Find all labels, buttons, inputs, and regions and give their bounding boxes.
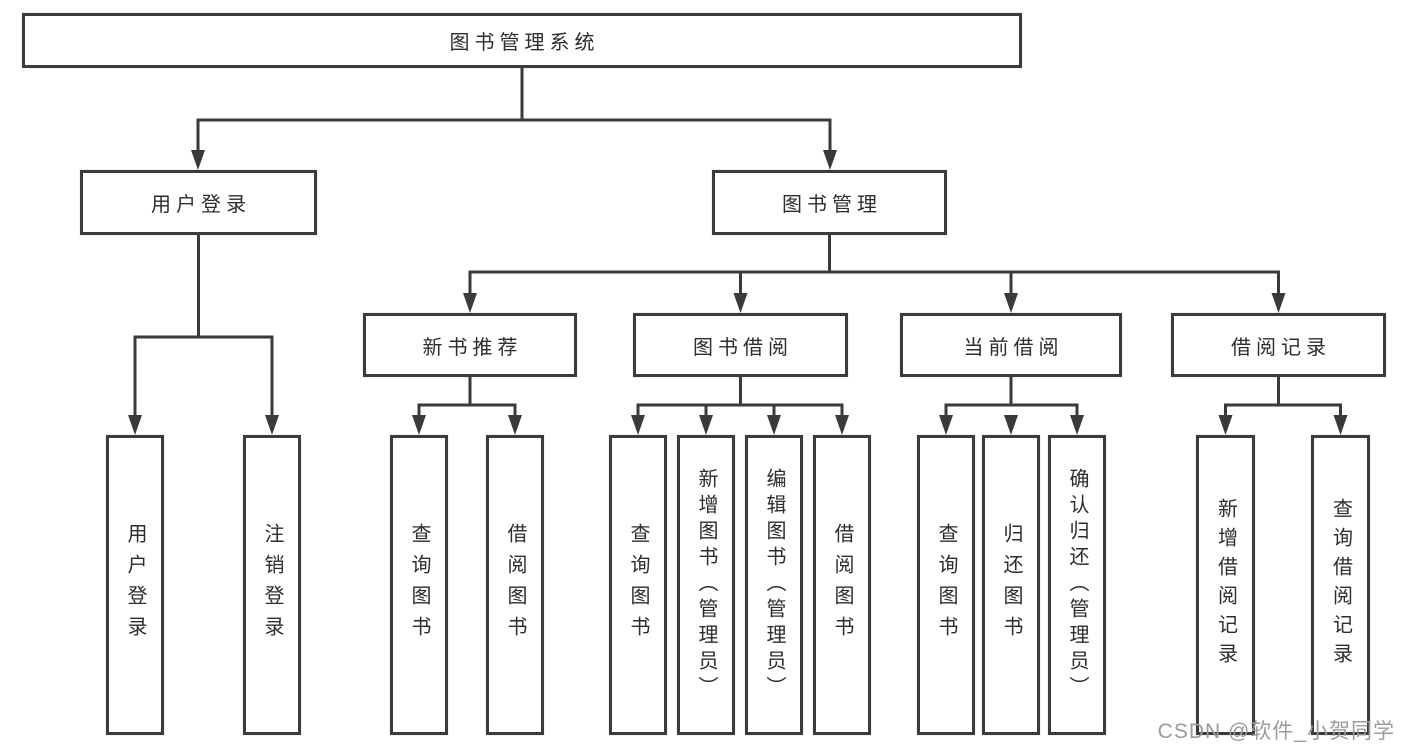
node-borrowing-records-label: 借阅记录 <box>1231 336 1331 359</box>
connector-newbook-to-leaves <box>417 377 517 417</box>
leaf-bb-add-books-admin-label: 新增图书（管理员） <box>695 468 717 702</box>
connector-borrowing-to-leaves <box>636 377 844 417</box>
leaf-bb-query-books-label: 查询图书 <box>627 523 649 647</box>
connector-current-to-leaves <box>944 377 1079 417</box>
connector-userlogin-to-leaves <box>133 235 274 417</box>
leaf-br-add-record: 新增借阅记录 <box>1196 435 1255 735</box>
leaf-bb-query-books: 查询图书 <box>609 435 667 735</box>
connector-root-to-level2 <box>196 68 832 152</box>
node-user-login-label: 用户登录 <box>151 194 251 216</box>
leaf-cb-return-books: 归还图书 <box>982 435 1040 735</box>
leaf-user-login-label: 用户登录 <box>124 523 146 647</box>
leaf-logout-label: 注销登录 <box>261 523 283 647</box>
leaf-nbr-borrow-books-label: 借阅图书 <box>504 523 526 647</box>
leaf-br-query-record-label: 查询借阅记录 <box>1329 498 1352 672</box>
leaf-nbr-query-books: 查询图书 <box>390 435 448 735</box>
leaf-bb-edit-books-admin: 编辑图书（管理员） <box>745 435 803 735</box>
leaf-bb-borrow-books-label: 借阅图书 <box>831 523 853 647</box>
leaf-bb-edit-books-admin-label: 编辑图书（管理员） <box>763 468 785 702</box>
leaf-cb-confirm-return-admin: 确认归还（管理员） <box>1048 435 1106 735</box>
node-user-login: 用户登录 <box>80 170 317 235</box>
node-root-label: 图书管理系统 <box>449 32 600 54</box>
csdn-watermark: CSDN @软件_小贺同学 <box>1157 720 1395 743</box>
leaf-user-login: 用户登录 <box>106 435 164 735</box>
node-new-book-recommend: 新书推荐 <box>363 313 577 377</box>
leaf-br-add-record-label: 新增借阅记录 <box>1214 498 1237 672</box>
leaf-bb-add-books-admin: 新增图书（管理员） <box>677 435 735 735</box>
leaf-cb-return-books-label: 归还图书 <box>1000 523 1022 647</box>
leaf-cb-confirm-return-admin-label: 确认归还（管理员） <box>1066 468 1088 702</box>
node-book-borrowing: 图书借阅 <box>633 313 848 377</box>
leaf-logout: 注销登录 <box>243 435 301 735</box>
node-new-book-recommend-label: 新书推荐 <box>422 336 523 359</box>
leaf-nbr-borrow-books: 借阅图书 <box>486 435 544 735</box>
node-borrowing-records: 借阅记录 <box>1171 313 1386 377</box>
connector-records-to-leaves <box>1224 377 1342 417</box>
arrowheads <box>128 150 1348 435</box>
leaf-br-query-record: 查询借阅记录 <box>1311 435 1370 735</box>
node-book-management: 图书管理 <box>712 170 947 235</box>
node-current-borrowing-label: 当前借阅 <box>963 336 1064 359</box>
node-root: 图书管理系统 <box>22 13 1022 68</box>
node-book-borrowing-label: 图书借阅 <box>693 336 793 359</box>
node-current-borrowing: 当前借阅 <box>900 313 1122 377</box>
leaf-cb-query-books-label: 查询图书 <box>935 523 957 647</box>
leaf-nbr-query-books-label: 查询图书 <box>408 523 430 647</box>
node-book-management-label: 图书管理 <box>782 194 882 216</box>
leaf-cb-query-books: 查询图书 <box>917 435 975 735</box>
leaf-bb-borrow-books: 借阅图书 <box>813 435 871 735</box>
connector-bookmgmt-to-level3 <box>468 235 1280 295</box>
